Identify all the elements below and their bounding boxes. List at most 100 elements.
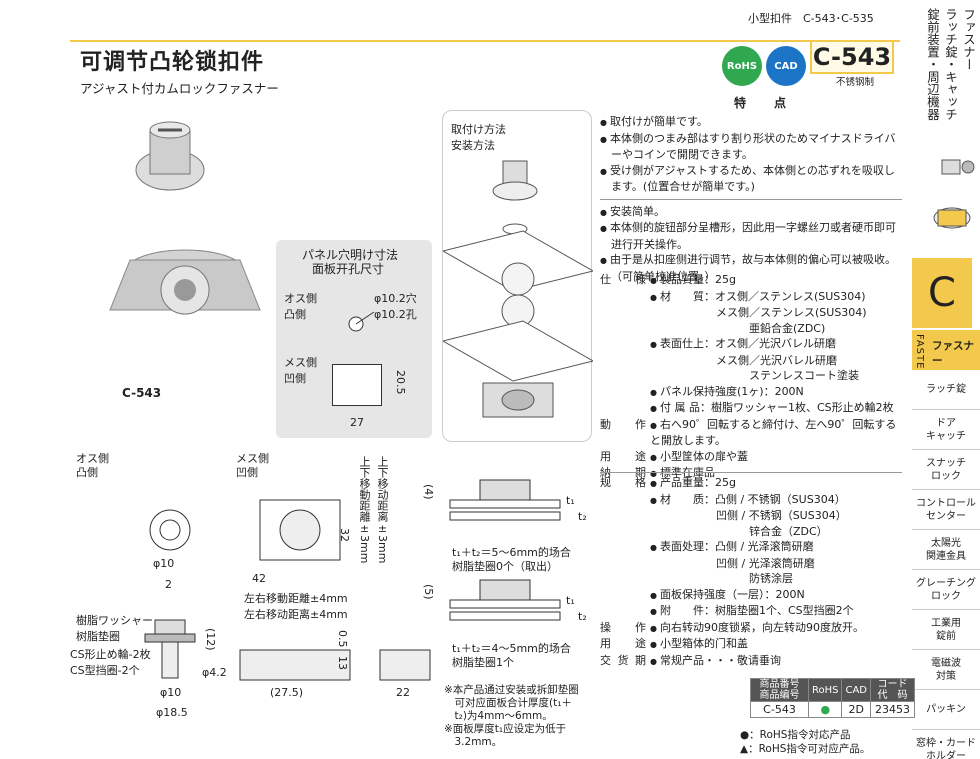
spec-row: メス側／光沢バレル研磨	[661, 353, 837, 367]
ud-jp: 上下移動距離±3mm	[358, 456, 371, 564]
panel-male-jp: オス側	[284, 292, 317, 305]
dim-d42: φ4.2	[202, 666, 227, 679]
feature-jp-1: 取付けが簡単です。	[600, 114, 902, 131]
nav-item[interactable]: パッキン	[912, 690, 980, 730]
spec-key: 用 途	[600, 449, 646, 463]
spec-row: パネル保持強度(1ヶ)：200N	[650, 384, 902, 401]
feature-jp-3: 受け側がアジャストするため、本体側との芯ずれを吸収します。(位置合せが簡単です。…	[600, 163, 902, 195]
spec-row: 付 属 品：樹脂ワッシャー1枚、CS形止め輪2枚	[650, 400, 902, 417]
spec-row: ステンレスコート塗装	[661, 369, 859, 382]
nav-item[interactable]: ドア キャッチ	[912, 410, 980, 450]
spec-key: 仕 様	[600, 273, 646, 286]
dim-t1b: t₁	[566, 594, 575, 607]
spec-key: 用 途	[600, 637, 646, 650]
panel-dia-jp: φ10.2穴	[374, 292, 417, 305]
nav-item[interactable]: コントロール センター	[912, 490, 980, 530]
dim-12: (12)	[204, 628, 217, 651]
series-label: 小型扣件 C-543･C-535	[748, 12, 874, 25]
install-diagram	[443, 160, 593, 418]
spec-row: 产品重量：25g	[650, 475, 902, 492]
spec-row: 小型筐体の扉や蓋	[650, 449, 902, 466]
ud-cn: 上下移动距离±3mm	[376, 456, 389, 564]
note-line: ※面板厚度t₁应设定为低于	[444, 723, 567, 735]
dim-s5: (5)	[422, 584, 435, 600]
dim-w22: 22	[396, 686, 410, 699]
spec-row: 表面处理：凸侧 / 光泽滚筒研磨	[650, 539, 902, 556]
dim-t2a: t₂	[578, 510, 587, 523]
drawing-male-jp: オス側	[76, 452, 109, 465]
order-num: 23453	[870, 701, 916, 718]
product-photo	[90, 110, 270, 380]
page-title: 可调节凸轮锁扣件	[80, 50, 265, 75]
order-header-cad: CAD	[841, 678, 872, 702]
fasteners-en: FASTENERS	[914, 334, 925, 401]
cs-cn: CS型挡圈-2个	[70, 664, 140, 677]
nav-item[interactable]: ラッチ錠	[912, 370, 980, 410]
legend: ●：RoHS指令対応产品 ▲：RoHS指令可对应产品。	[740, 728, 870, 756]
order-header-rohs: RoHS	[807, 678, 843, 702]
order-cad[interactable]: 2D	[841, 701, 872, 718]
product-caption: C-543	[122, 386, 162, 400]
spec-row: 右へ90゜回転すると締付け、左へ90゜回転すると開放します。	[650, 417, 902, 449]
nav-item[interactable]: 太陽光 関連金具	[912, 530, 980, 570]
page-subtitle: アジャスト付カムロックファスナー	[80, 81, 279, 96]
feature-jp-2: 本体側のつまみ部はすり割り形状のためマイナスドライバーやコインで開閉できます。	[600, 131, 902, 163]
rect-cutout	[332, 364, 382, 406]
washer-jp: 樹脂ワッシャー	[76, 614, 153, 627]
spec-row: 常规产品・・・敬请垂询	[650, 653, 902, 670]
cad-badge[interactable]: CAD	[766, 46, 806, 86]
rohs-badge: RoHS	[722, 46, 762, 86]
category-line-1: ファスナー	[961, 8, 976, 71]
spec-row: 凹侧 / 不锈钢（SUS304）	[661, 509, 847, 522]
dim-d185: φ18.5	[156, 706, 188, 719]
panel-dia-cn: φ10.2孔	[374, 308, 417, 321]
case2-line1: t₁＋t₂＝4〜5mm的场合	[452, 642, 571, 655]
spec-row: 表面仕上：オス側／光沢バレル研磨	[650, 336, 902, 353]
lock-icon	[933, 159, 975, 229]
note-line: 可对应面板合计厚度(t₁＋	[444, 697, 572, 709]
nav-item[interactable]: 窓枠・カード ホルダー	[912, 730, 980, 759]
feature-divider	[600, 198, 902, 200]
features-heading: 特 点	[734, 96, 795, 110]
nav-item[interactable]: 電磁波 対策	[912, 650, 980, 690]
dim-h32: 32	[338, 528, 351, 542]
case1-line2: 树脂垫圈0个（取出）	[452, 560, 558, 573]
case2-line2: 树脂垫圈1个	[452, 656, 514, 669]
dim-h13: 13	[336, 656, 349, 670]
spec-row: 凹侧 / 光泽滚筒研磨	[661, 556, 815, 570]
thickness-drawing	[449, 479, 561, 621]
technical-drawing	[144, 499, 431, 681]
side-nav: ラッチ錠 ドア キャッチ スナッチ ロック コントロール センター 太陽光 関連…	[912, 370, 980, 759]
order-code: C-543	[750, 701, 809, 718]
dim-w42: 42	[252, 572, 266, 585]
feature-cn-2: 本体侧的旋钮部分呈槽形，因此用一字螺丝刀或者硬币即可进行开关操作。	[600, 220, 902, 252]
spec-row: 附 件：树脂垫圈1个、CS型挡圈2个	[650, 603, 902, 620]
table-row: C-543 ● 2D 23453	[750, 701, 916, 718]
order-header-num: コード 代 码	[870, 678, 916, 702]
case1-line1: t₁＋t₂＝5〜6mm的场合	[452, 546, 571, 559]
spec-row: 材 质：凸侧 / 不锈钢（SUS304）	[650, 492, 902, 509]
lr-cn: 左右移动距离±4mm	[244, 608, 348, 621]
spec-row: 向右转动90度锁紧，向左转动90度放开。	[650, 620, 902, 637]
panel-female-cn: 凹側	[284, 372, 306, 385]
spec-key: 動 作	[600, 417, 646, 431]
drawing-female-jp: メス側	[236, 452, 269, 465]
drawing-female-cn: 凹側	[236, 466, 258, 479]
spec-row: 锌合金（ZDC）	[661, 524, 828, 538]
dim-d10b: φ10	[160, 686, 182, 699]
panel-female-jp: メス側	[284, 356, 317, 369]
spec-row: メス側／ステンレス(SUS304)	[661, 306, 867, 319]
spec-row: 防锈涂层	[661, 572, 793, 585]
note: ※本产品通过安装或拆卸垫圈 可对应面板合计厚度(t₁＋ t₂)为4mm〜6mm。…	[444, 684, 604, 749]
note-line: t₂)为4mm〜6mm。	[444, 710, 553, 722]
nav-item[interactable]: スナッチ ロック	[912, 450, 980, 490]
lr-jp: 左右移動距離±4mm	[244, 592, 348, 605]
product-code: C-543	[810, 40, 894, 74]
title-bar	[70, 40, 900, 70]
note-line: 3.2mm。	[444, 736, 503, 748]
spec-key: 操 作	[600, 620, 646, 634]
note-line: ※本产品通过安装或拆卸垫圈	[444, 684, 579, 696]
nav-item[interactable]: グレーチング ロック	[912, 570, 980, 610]
nav-item[interactable]: 工業用 錠前	[912, 610, 980, 650]
category-letter: C	[912, 258, 972, 328]
